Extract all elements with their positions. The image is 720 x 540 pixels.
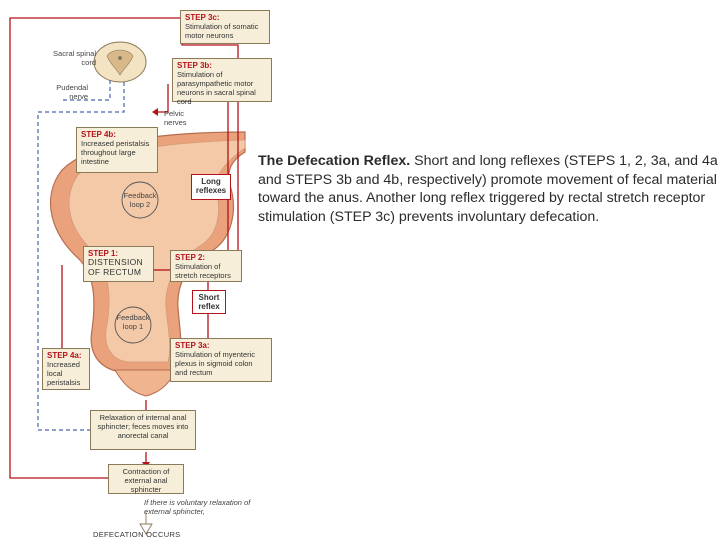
- arrowhead: [152, 108, 158, 116]
- step-3a-box: STEP 3a: Stimulation of myenteric plexus…: [170, 338, 272, 382]
- pudendal-label: Pudendal nerve: [56, 83, 88, 101]
- feedback-loop-2-label: Feedback loop 2: [123, 191, 157, 209]
- step-3b-box: STEP 3b: Stimulation of parasympathetic …: [172, 58, 272, 106]
- relaxation-internal-text: Relaxation of internal anal sphincter; f…: [97, 413, 189, 440]
- defecation-occurs: DEFECATION OCCURS: [93, 530, 181, 539]
- step-1-box: STEP 1: DISTENSION OF RECTUM: [83, 246, 154, 282]
- step-2-text: Stimulation of stretch receptors: [175, 262, 231, 280]
- step-4a-box: STEP 4a: Increased local peristalsis: [42, 348, 90, 390]
- step-3b-text: Stimulation of parasympathetic motor neu…: [177, 70, 256, 106]
- step-3c-title: STEP 3c:: [185, 13, 220, 22]
- step-2-title: STEP 2:: [175, 253, 206, 262]
- step-3c-text: Stimulation of somatic motor neurons: [185, 22, 259, 40]
- pelvic-nerve-dashed: [37, 82, 125, 431]
- long-reflexes-box: Long reflexes: [191, 174, 231, 200]
- sacral-cord-label: Sacral spinal cord: [53, 49, 96, 67]
- sacral-spinal-cord: [93, 41, 147, 83]
- step-4b-text: Increased peristalsis throughout large i…: [81, 139, 150, 166]
- somatic-motor-path: [9, 17, 180, 479]
- step-1-text: DISTENSION OF RECTUM: [88, 257, 143, 277]
- caption-body: Short and long reflexes (STEPS 1, 2, 3a,…: [258, 153, 718, 225]
- step-2-box: STEP 2: Stimulation of stretch receptors: [170, 250, 242, 282]
- feedback-loop-1-circle: [114, 306, 152, 344]
- feedback-loop-2-circle: [121, 181, 159, 219]
- down-arrow: [139, 523, 153, 535]
- parasympathetic-path: [158, 84, 169, 113]
- contraction-external-box: Contraction of external anal sphincter: [108, 464, 184, 494]
- contraction-external-text: Contraction of external anal sphincter: [122, 467, 170, 494]
- step-3a-title: STEP 3a:: [175, 341, 210, 350]
- caption: The Defecation Reflex. Short and long re…: [258, 152, 718, 226]
- step-4a-text: Increased local peristalsis: [47, 360, 81, 387]
- step-3a-text: Stimulation of myenteric plexus in sigmo…: [175, 350, 256, 377]
- step-4b-box: STEP 4b: Increased peristalsis throughou…: [76, 127, 158, 173]
- feedback-loop-1-label: Feedback loop 1: [116, 313, 150, 331]
- step-4b-title: STEP 4b:: [81, 130, 116, 139]
- step-1-title: STEP 1:: [88, 249, 119, 258]
- voluntary-note: If there is voluntary relaxation of exte…: [144, 498, 251, 516]
- pelvic-label: Pelvic nerves: [164, 109, 187, 127]
- step-3c-box: STEP 3c: Stimulation of somatic motor ne…: [180, 10, 270, 44]
- step-3b-title: STEP 3b:: [177, 61, 212, 70]
- caption-title: The Defecation Reflex.: [258, 153, 411, 169]
- anal-canal: [114, 369, 177, 397]
- step-4a-title: STEP 4a:: [47, 351, 82, 360]
- short-reflex-box: Short reflex: [192, 290, 226, 314]
- relaxation-internal-box: Relaxation of internal anal sphincter; f…: [90, 410, 196, 450]
